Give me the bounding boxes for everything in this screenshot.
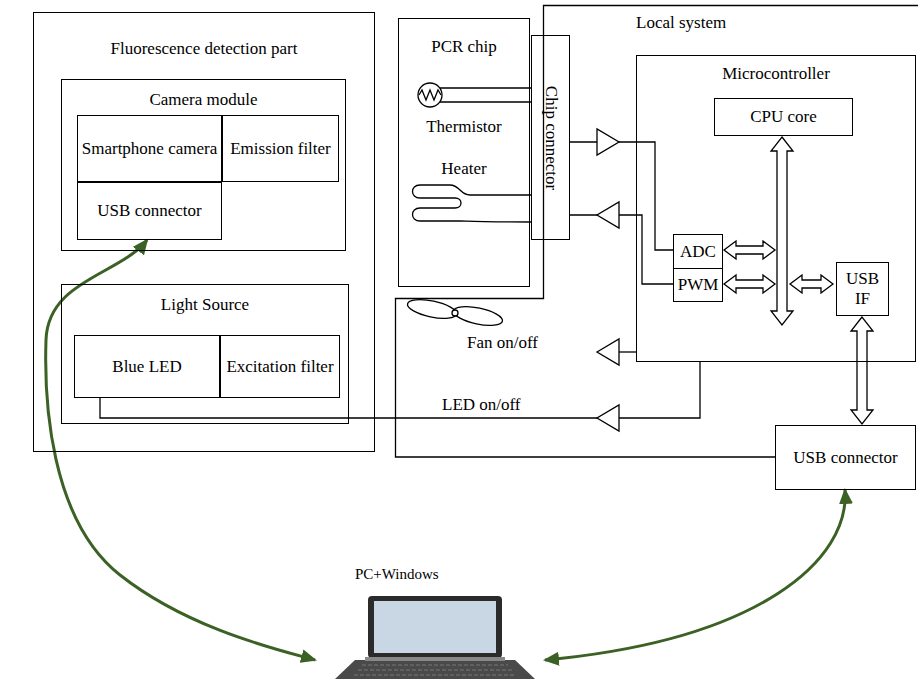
component-box: USB connector xyxy=(775,425,916,490)
amplifier-symbol xyxy=(597,405,619,431)
node-title: PWM xyxy=(678,275,719,295)
amplifier-symbol xyxy=(597,129,619,155)
outer-panel: Fluorescence detection partCamera module… xyxy=(33,12,375,452)
signal-wire xyxy=(570,202,673,284)
node-title: USB connector xyxy=(97,201,201,221)
usb-cable xyxy=(545,490,845,660)
signal-label: Fan on/off xyxy=(465,333,540,353)
thermistor-symbol xyxy=(418,83,531,107)
node-title: Microcontroller xyxy=(639,64,913,84)
node-title: Chip connector xyxy=(541,85,561,189)
bus-arrows xyxy=(724,137,833,325)
node-title: PCR chip xyxy=(401,37,527,57)
component-box: Smartphone camera xyxy=(77,115,222,182)
group-box: Camera moduleSmartphone camera Emission f… xyxy=(61,79,346,251)
group-box: Light SourceBlue LED Excitation filter xyxy=(61,284,349,424)
process-box: USB IF xyxy=(836,262,889,316)
laptop-illustration xyxy=(335,596,535,679)
system-region: Local systemPCR chipThermistorHeaterChip… xyxy=(395,5,918,457)
node-title: Blue LED xyxy=(112,357,181,377)
node-label: Thermistor xyxy=(401,117,527,137)
node-title: Fluorescence detection part xyxy=(36,39,372,59)
node-title: ADC xyxy=(680,242,716,262)
node-title: Emission filter xyxy=(230,139,331,159)
controller-box: MicrocontrollerCPU coreADC PWM USB IF xyxy=(636,55,916,362)
data-bus-arrow xyxy=(851,317,873,424)
node-title: CPU core xyxy=(750,107,817,127)
node-label: Heater xyxy=(401,159,527,179)
node-title: USB connector xyxy=(793,448,897,468)
fan-driver xyxy=(597,339,636,365)
node-title: PC+Windows xyxy=(355,566,439,583)
node-title: USB IF xyxy=(840,269,885,308)
signal-wire xyxy=(100,362,700,431)
edge-label: LED on/off xyxy=(440,395,523,415)
signal-wire xyxy=(570,129,673,250)
component-box: Emission filter xyxy=(222,115,339,182)
connector-box: Chip connector xyxy=(531,35,570,240)
process-box: ADC xyxy=(673,234,723,269)
process-box: PWM xyxy=(673,268,723,302)
component-box: Blue LED xyxy=(74,335,220,398)
node-title: Light Source xyxy=(64,295,346,315)
component-box: USB connector xyxy=(77,182,222,240)
node-title: Smartphone camera xyxy=(82,139,217,159)
system-outline-line xyxy=(396,6,918,458)
chip-box: PCR chipThermistorHeater xyxy=(398,18,530,287)
computer-node: PC+Windows xyxy=(315,566,545,681)
amplifier-symbol xyxy=(597,202,619,228)
fan-symbol xyxy=(406,296,504,329)
process-box: CPU core xyxy=(714,98,853,136)
heater-symbol xyxy=(413,185,532,222)
system-outline xyxy=(395,5,918,457)
component-box: Excitation filter xyxy=(220,335,340,398)
node-title: Local system xyxy=(636,13,726,33)
node-title: Excitation filter xyxy=(226,357,333,377)
node-title: Camera module xyxy=(64,90,343,110)
